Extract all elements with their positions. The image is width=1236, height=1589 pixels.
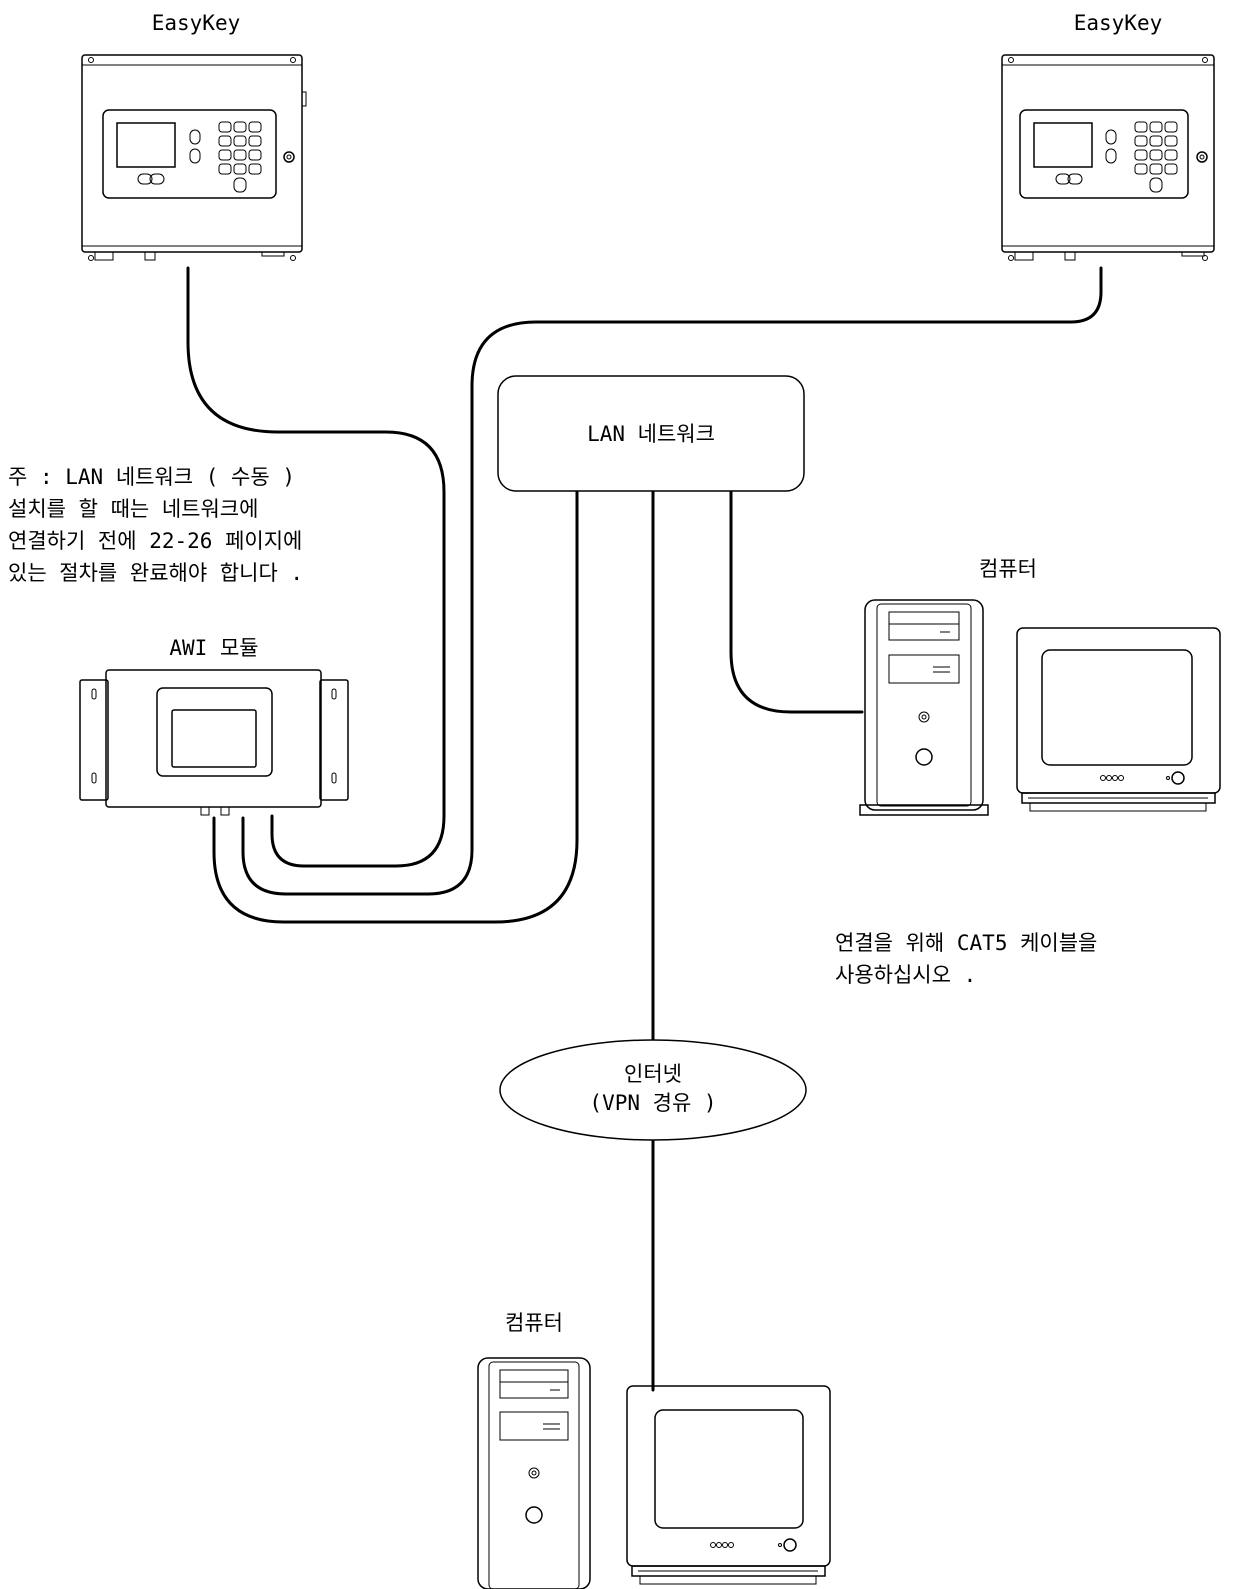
computer-top-tower	[859, 599, 989, 816]
cable-left-easykey-to-awi	[186, 266, 446, 868]
computer-top-monitor	[1016, 627, 1221, 812]
awi-module-label: AWI 모듈	[169, 636, 258, 660]
lan-network-label: LAN 네트워크	[587, 422, 715, 446]
cable-note-line-1: 연결을 위해 CAT5 케이블을	[835, 931, 1097, 955]
cable-right-easykey-to-awi	[241, 266, 1103, 896]
note-line-2: 설치를 할 때는 네트워크에	[8, 497, 258, 521]
internet-node: 인터넷 (VPN 경유 )	[499, 1039, 807, 1141]
computer-bottom	[477, 1357, 831, 1589]
computer-bottom-tower	[477, 1357, 591, 1589]
cables	[186, 266, 1103, 1392]
cable-lan-to-awi	[212, 489, 579, 924]
computer-top	[859, 599, 1221, 816]
easykey-left-screen	[116, 122, 176, 168]
easykey-left-keypad	[218, 121, 262, 193]
computer-bottom-screen	[654, 1409, 804, 1529]
lan-network-node: LAN 네트워크	[497, 375, 805, 492]
easykey-left-label: EasyKey	[152, 11, 241, 35]
awi-module-device	[79, 669, 349, 816]
easykey-left-device	[81, 54, 307, 261]
computer-bottom-monitor	[626, 1385, 831, 1585]
easykey-right-device	[1001, 54, 1215, 261]
easykey-right-screen	[1033, 122, 1093, 168]
cable-lan-to-computer-top	[729, 489, 864, 714]
computer-top-screen	[1041, 649, 1193, 766]
installation-note: 주 : LAN 네트워크 ( 수동 ) 설치를 할 때는 네트워크에 연결하기 …	[8, 465, 303, 585]
awi-module-screen	[171, 709, 257, 768]
note-line-3: 연결하기 전에 22-26 페이지에	[8, 529, 302, 553]
computer-top-label: 컴퓨터	[979, 557, 1037, 581]
computer-bottom-label: 컴퓨터	[505, 1311, 563, 1335]
cable-note-line-2: 사용하십시오 .	[835, 963, 976, 987]
note-line-1: 주 : LAN 네트워크 ( 수동 )	[8, 465, 295, 489]
internet-vpn-label: (VPN 경유 )	[589, 1091, 716, 1115]
easykey-right-keypad	[1134, 121, 1178, 193]
internet-label: 인터넷	[624, 1062, 682, 1086]
note-line-4: 있는 절차를 완료해야 합니다 .	[8, 561, 303, 585]
easykey-right-label: EasyKey	[1074, 11, 1163, 35]
cable-note: 연결을 위해 CAT5 케이블을 사용하십시오 .	[835, 931, 1097, 987]
